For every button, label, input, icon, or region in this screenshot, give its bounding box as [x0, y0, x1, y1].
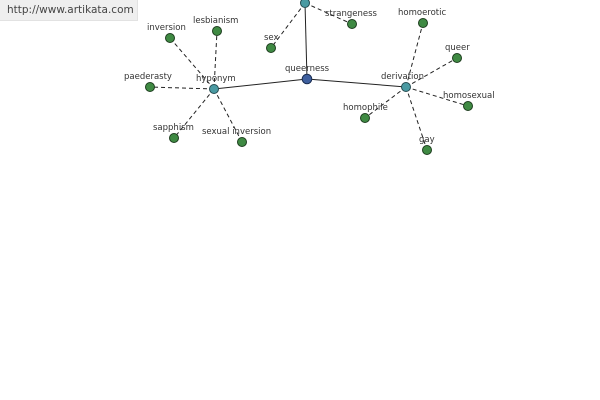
node-paederasty[interactable] — [145, 82, 155, 92]
edge-hyponym-lesbianism — [213, 30, 218, 90]
label-queer: queer — [445, 43, 470, 53]
label-homophile: homophile — [343, 103, 388, 113]
node-hyponym[interactable] — [209, 84, 219, 94]
node-homoerotic[interactable] — [418, 18, 428, 28]
label-homosexual: homosexual — [443, 91, 495, 101]
edge-derivation-homophile — [364, 86, 407, 119]
edge-sex-sex — [270, 2, 306, 49]
node-top-relation[interactable] — [300, 0, 310, 8]
node-inversion[interactable] — [165, 33, 175, 43]
label-hyponym: hyponym — [196, 74, 236, 84]
node-derivation[interactable] — [401, 82, 411, 92]
edge-hyponym-inversion — [169, 37, 215, 90]
node-homosexual[interactable] — [463, 101, 473, 111]
edge-derivation-homosexual — [405, 86, 469, 107]
label-inversion: inversion — [147, 23, 186, 33]
label-sex: sex — [264, 33, 279, 43]
node-lesbianism[interactable] — [212, 26, 222, 36]
node-sapphism[interactable] — [169, 133, 179, 143]
label-queerness: queerness — [285, 64, 330, 74]
node-sex[interactable] — [266, 43, 276, 53]
edge-hyponym-paederasty — [149, 86, 215, 90]
edge-hyponym-sexual-inversion — [213, 88, 243, 143]
edge-derivation-queer — [405, 57, 458, 88]
node-strangeness[interactable] — [347, 19, 357, 29]
edge-root-hyponym — [213, 78, 308, 90]
label-paederasty: paederasty — [124, 72, 172, 82]
label-gay: gay — [419, 135, 435, 145]
edge-root-top — [304, 2, 308, 80]
node-sexual-inversion[interactable] — [237, 137, 247, 147]
label-strangeness: strangeness — [325, 9, 378, 19]
node-queerness[interactable] — [301, 73, 313, 85]
node-queer[interactable] — [452, 53, 462, 63]
label-sapphism: sapphism — [153, 123, 194, 133]
label-homoerotic: homoerotic — [398, 8, 447, 18]
site-link[interactable]: http://www.artikata.com — [7, 4, 134, 16]
node-homophile[interactable] — [360, 113, 370, 123]
label-derivation: derivation — [381, 72, 424, 82]
edge-sex-strangeness — [304, 2, 353, 25]
url-bar: http://www.artikata.com — [0, 0, 138, 21]
label-lesbianism: lesbianism — [193, 16, 238, 26]
edge-root-derivation — [306, 78, 407, 88]
node-gay[interactable] — [422, 145, 432, 155]
label-sexual-inversion: sexual inversion — [202, 127, 271, 137]
edge-hyponym-sapphism — [173, 88, 215, 139]
